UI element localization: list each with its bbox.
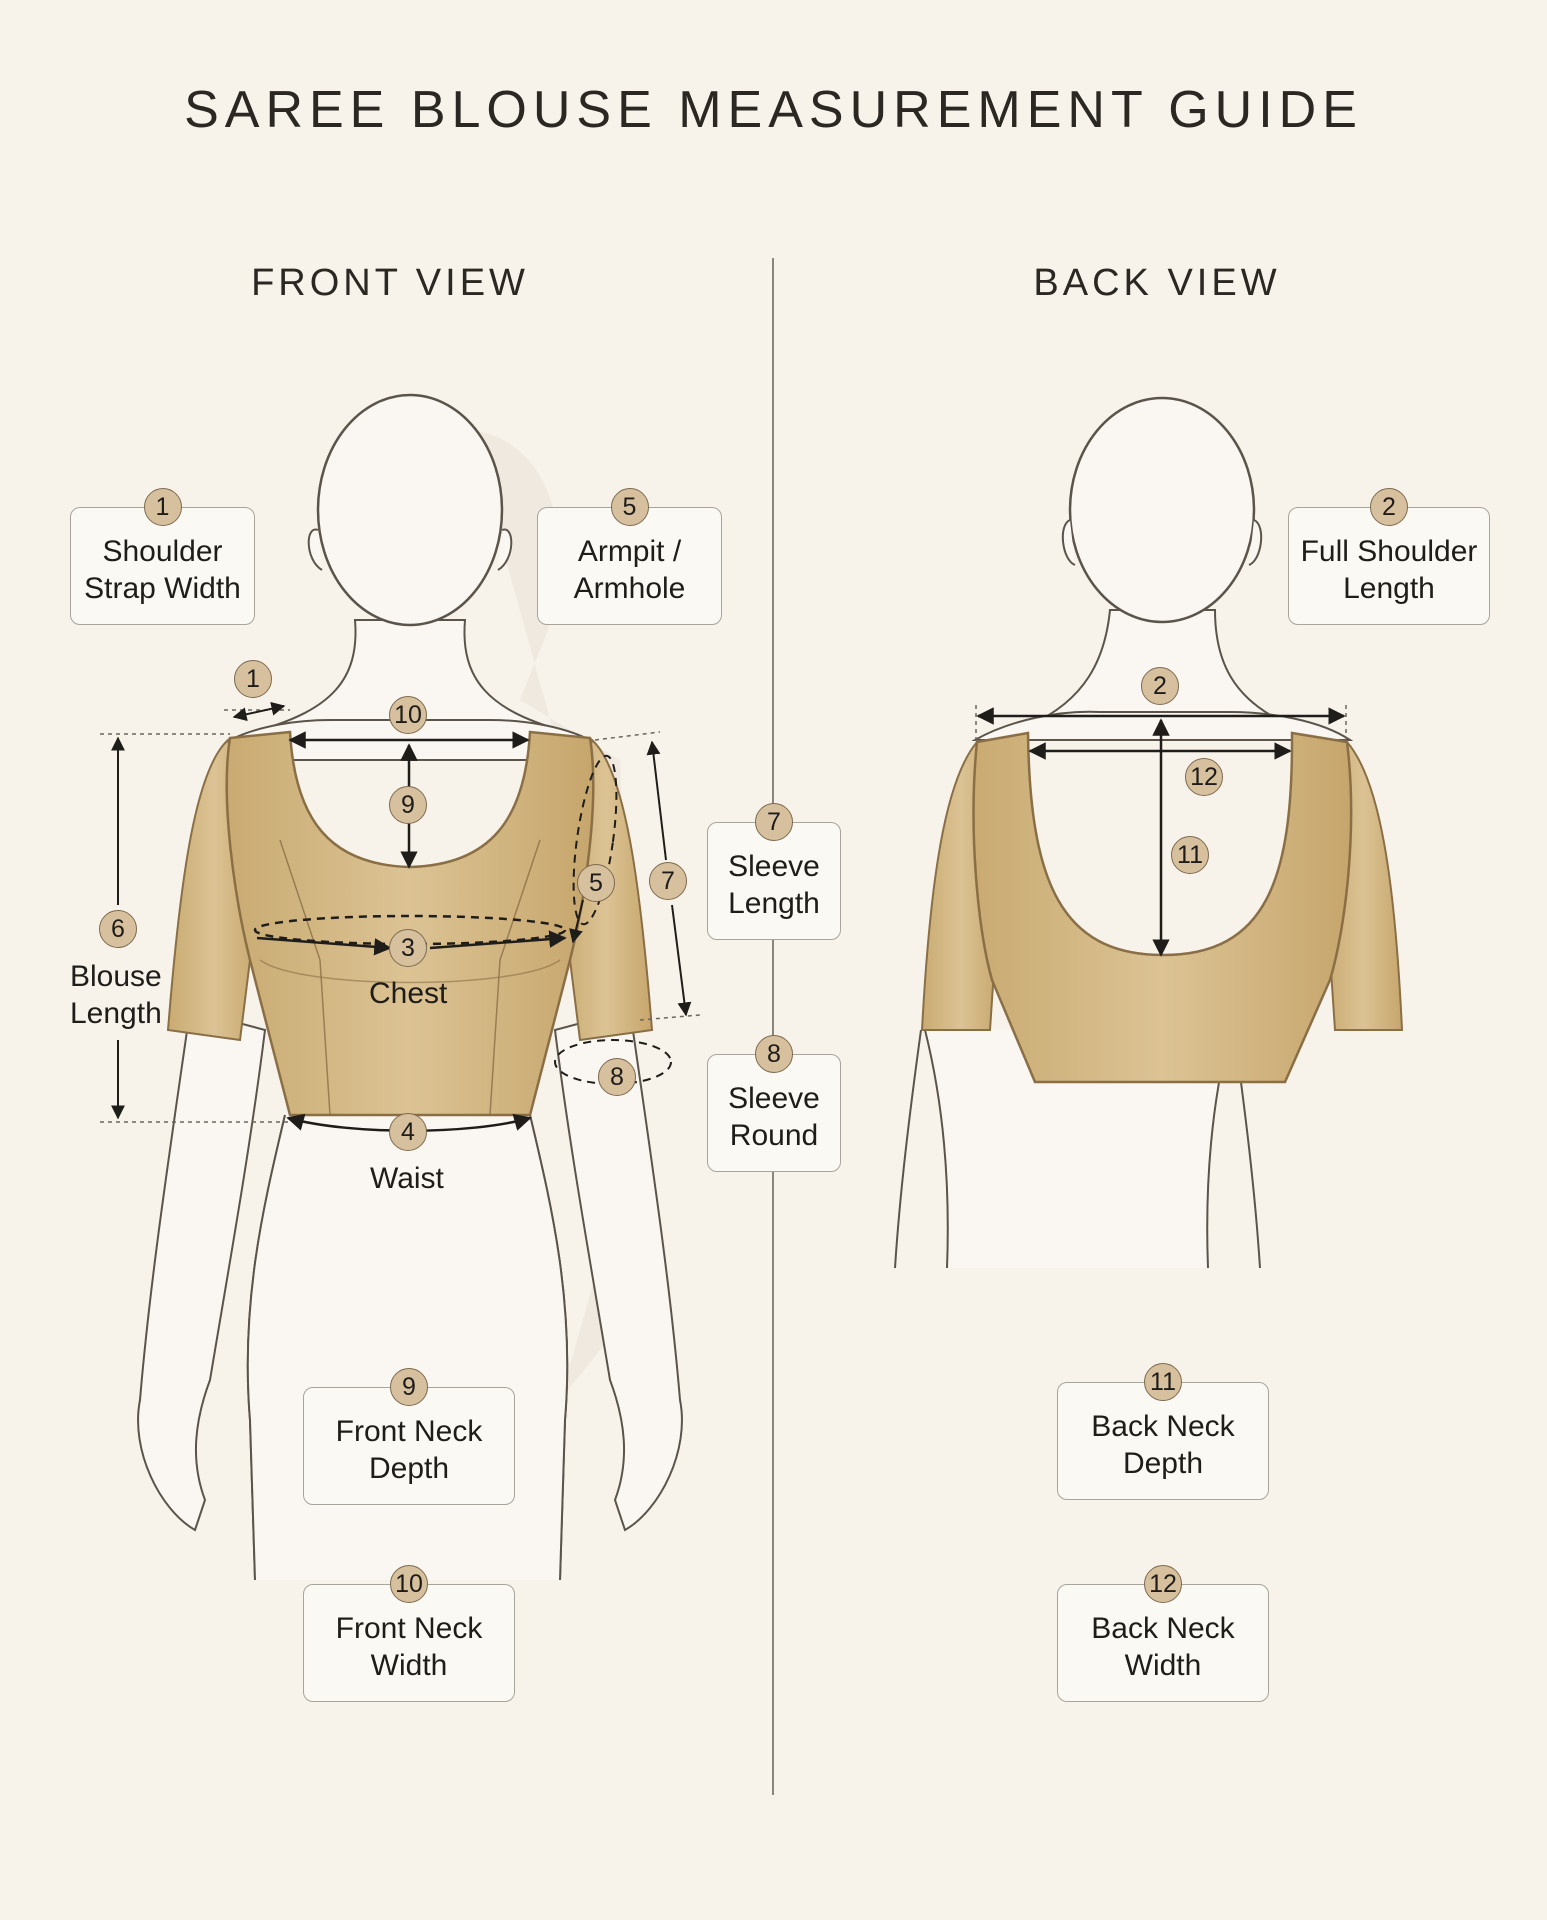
marker-10: 10 [389, 696, 427, 734]
marker-5: 5 [577, 864, 615, 902]
card-label-line1: Full Shoulder [1300, 535, 1478, 568]
card-label-line2: Length [1343, 572, 1435, 605]
card-label-line1: Back Neck [1091, 1612, 1235, 1645]
card-label-line2: Round [729, 1119, 819, 1152]
card-number-badge: 10 [390, 1565, 428, 1603]
card-number-badge: 2 [1370, 488, 1408, 526]
card-number-badge: 8 [755, 1035, 793, 1073]
card-number-badge: 7 [755, 803, 793, 841]
marker-9: 9 [389, 786, 427, 824]
card-label-line1: Back Neck [1091, 1410, 1235, 1443]
card-label-line2: Armhole [573, 572, 686, 605]
card-armpit-armhole: 5 Armpit / Armhole [537, 488, 722, 625]
card-label-line2: Length [728, 887, 820, 920]
chest-label: Chest [369, 977, 448, 1010]
back-figure [894, 396, 1404, 1269]
card-label-line2: Width [1124, 1649, 1202, 1682]
marker-7: 7 [649, 862, 687, 900]
blouse-length-line2: Length [70, 997, 162, 1030]
card-label-line2: Width [370, 1649, 448, 1682]
marker-6: 6 [99, 910, 137, 948]
card-label-line1: Front Neck [335, 1612, 483, 1645]
front-view-title: FRONT VIEW [251, 262, 529, 304]
card-number-badge: 9 [390, 1368, 428, 1406]
card-label-line1: Shoulder [102, 535, 223, 568]
marker-11: 11 [1171, 836, 1209, 874]
card-number-badge: 5 [610, 488, 649, 526]
marker-1: 1 [234, 660, 272, 698]
back-view-title: BACK VIEW [1033, 262, 1281, 304]
card-label-line2: Depth [1122, 1447, 1204, 1480]
card-label-line2: Depth [368, 1452, 450, 1485]
card-number-badge: 1 [143, 488, 182, 526]
card-label-line2: Strap Width [84, 572, 241, 605]
marker-12: 12 [1185, 758, 1223, 796]
card-number-badge: 11 [1144, 1363, 1182, 1401]
card-label-line1: Sleeve [728, 850, 820, 883]
card-label-line1: Armpit / [577, 535, 682, 568]
marker-2: 2 [1141, 667, 1179, 705]
blouse-length-line1: Blouse [70, 960, 162, 993]
marker-4: 4 [389, 1113, 427, 1151]
marker-8: 8 [598, 1058, 636, 1096]
page-title: SAREE BLOUSE MEASUREMENT GUIDE [184, 81, 1363, 139]
marker-3: 3 [389, 929, 427, 967]
card-label-line1: Sleeve [728, 1082, 820, 1115]
blouse-length-label: Blouse Length [70, 958, 162, 1032]
card-label-line1: Front Neck [335, 1415, 483, 1448]
waist-label: Waist [370, 1162, 444, 1195]
card-number-badge: 12 [1144, 1565, 1182, 1603]
